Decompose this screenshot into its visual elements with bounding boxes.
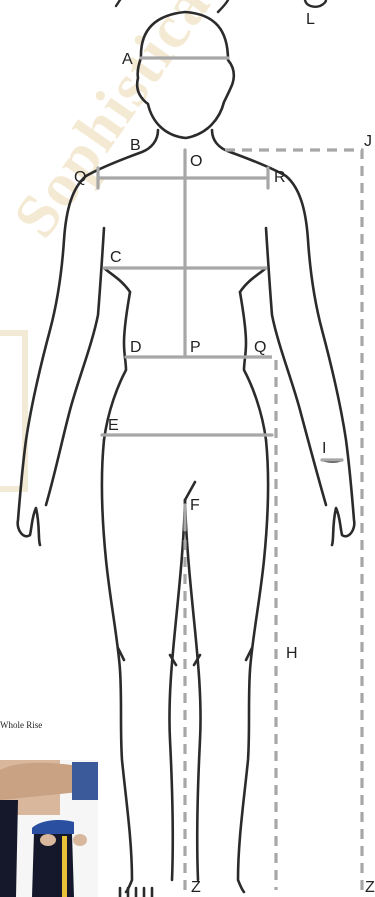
whole-rise-inset: Whole Rise bbox=[0, 720, 98, 897]
label-f: F bbox=[190, 497, 200, 514]
label-c: C bbox=[110, 249, 122, 266]
label-e: E bbox=[108, 417, 119, 434]
label-o: O bbox=[190, 153, 202, 170]
label-h: H bbox=[286, 645, 298, 662]
label-q-left: Q bbox=[74, 169, 86, 186]
label-b: B bbox=[130, 137, 141, 154]
label-r: R bbox=[274, 169, 286, 186]
label-z-center: Z bbox=[191, 879, 201, 896]
inset-photo bbox=[0, 760, 98, 897]
label-l: L bbox=[306, 11, 315, 28]
label-d: D bbox=[130, 339, 142, 356]
label-q-waist: Q bbox=[254, 339, 266, 356]
label-z-right: Z bbox=[365, 879, 375, 896]
label-j: J bbox=[364, 133, 372, 150]
inset-caption: Whole Rise bbox=[0, 720, 42, 730]
measure-labels: A B O Q R C D P Q E F I H J L Z Z bbox=[74, 11, 375, 896]
label-i: I bbox=[322, 440, 326, 457]
dashed-outseam-line bbox=[262, 357, 276, 890]
measure-lines bbox=[98, 58, 342, 530]
dashed-lines bbox=[185, 150, 362, 890]
top-fragments bbox=[116, 0, 326, 12]
label-p: P bbox=[190, 339, 201, 356]
label-a: A bbox=[122, 51, 133, 68]
